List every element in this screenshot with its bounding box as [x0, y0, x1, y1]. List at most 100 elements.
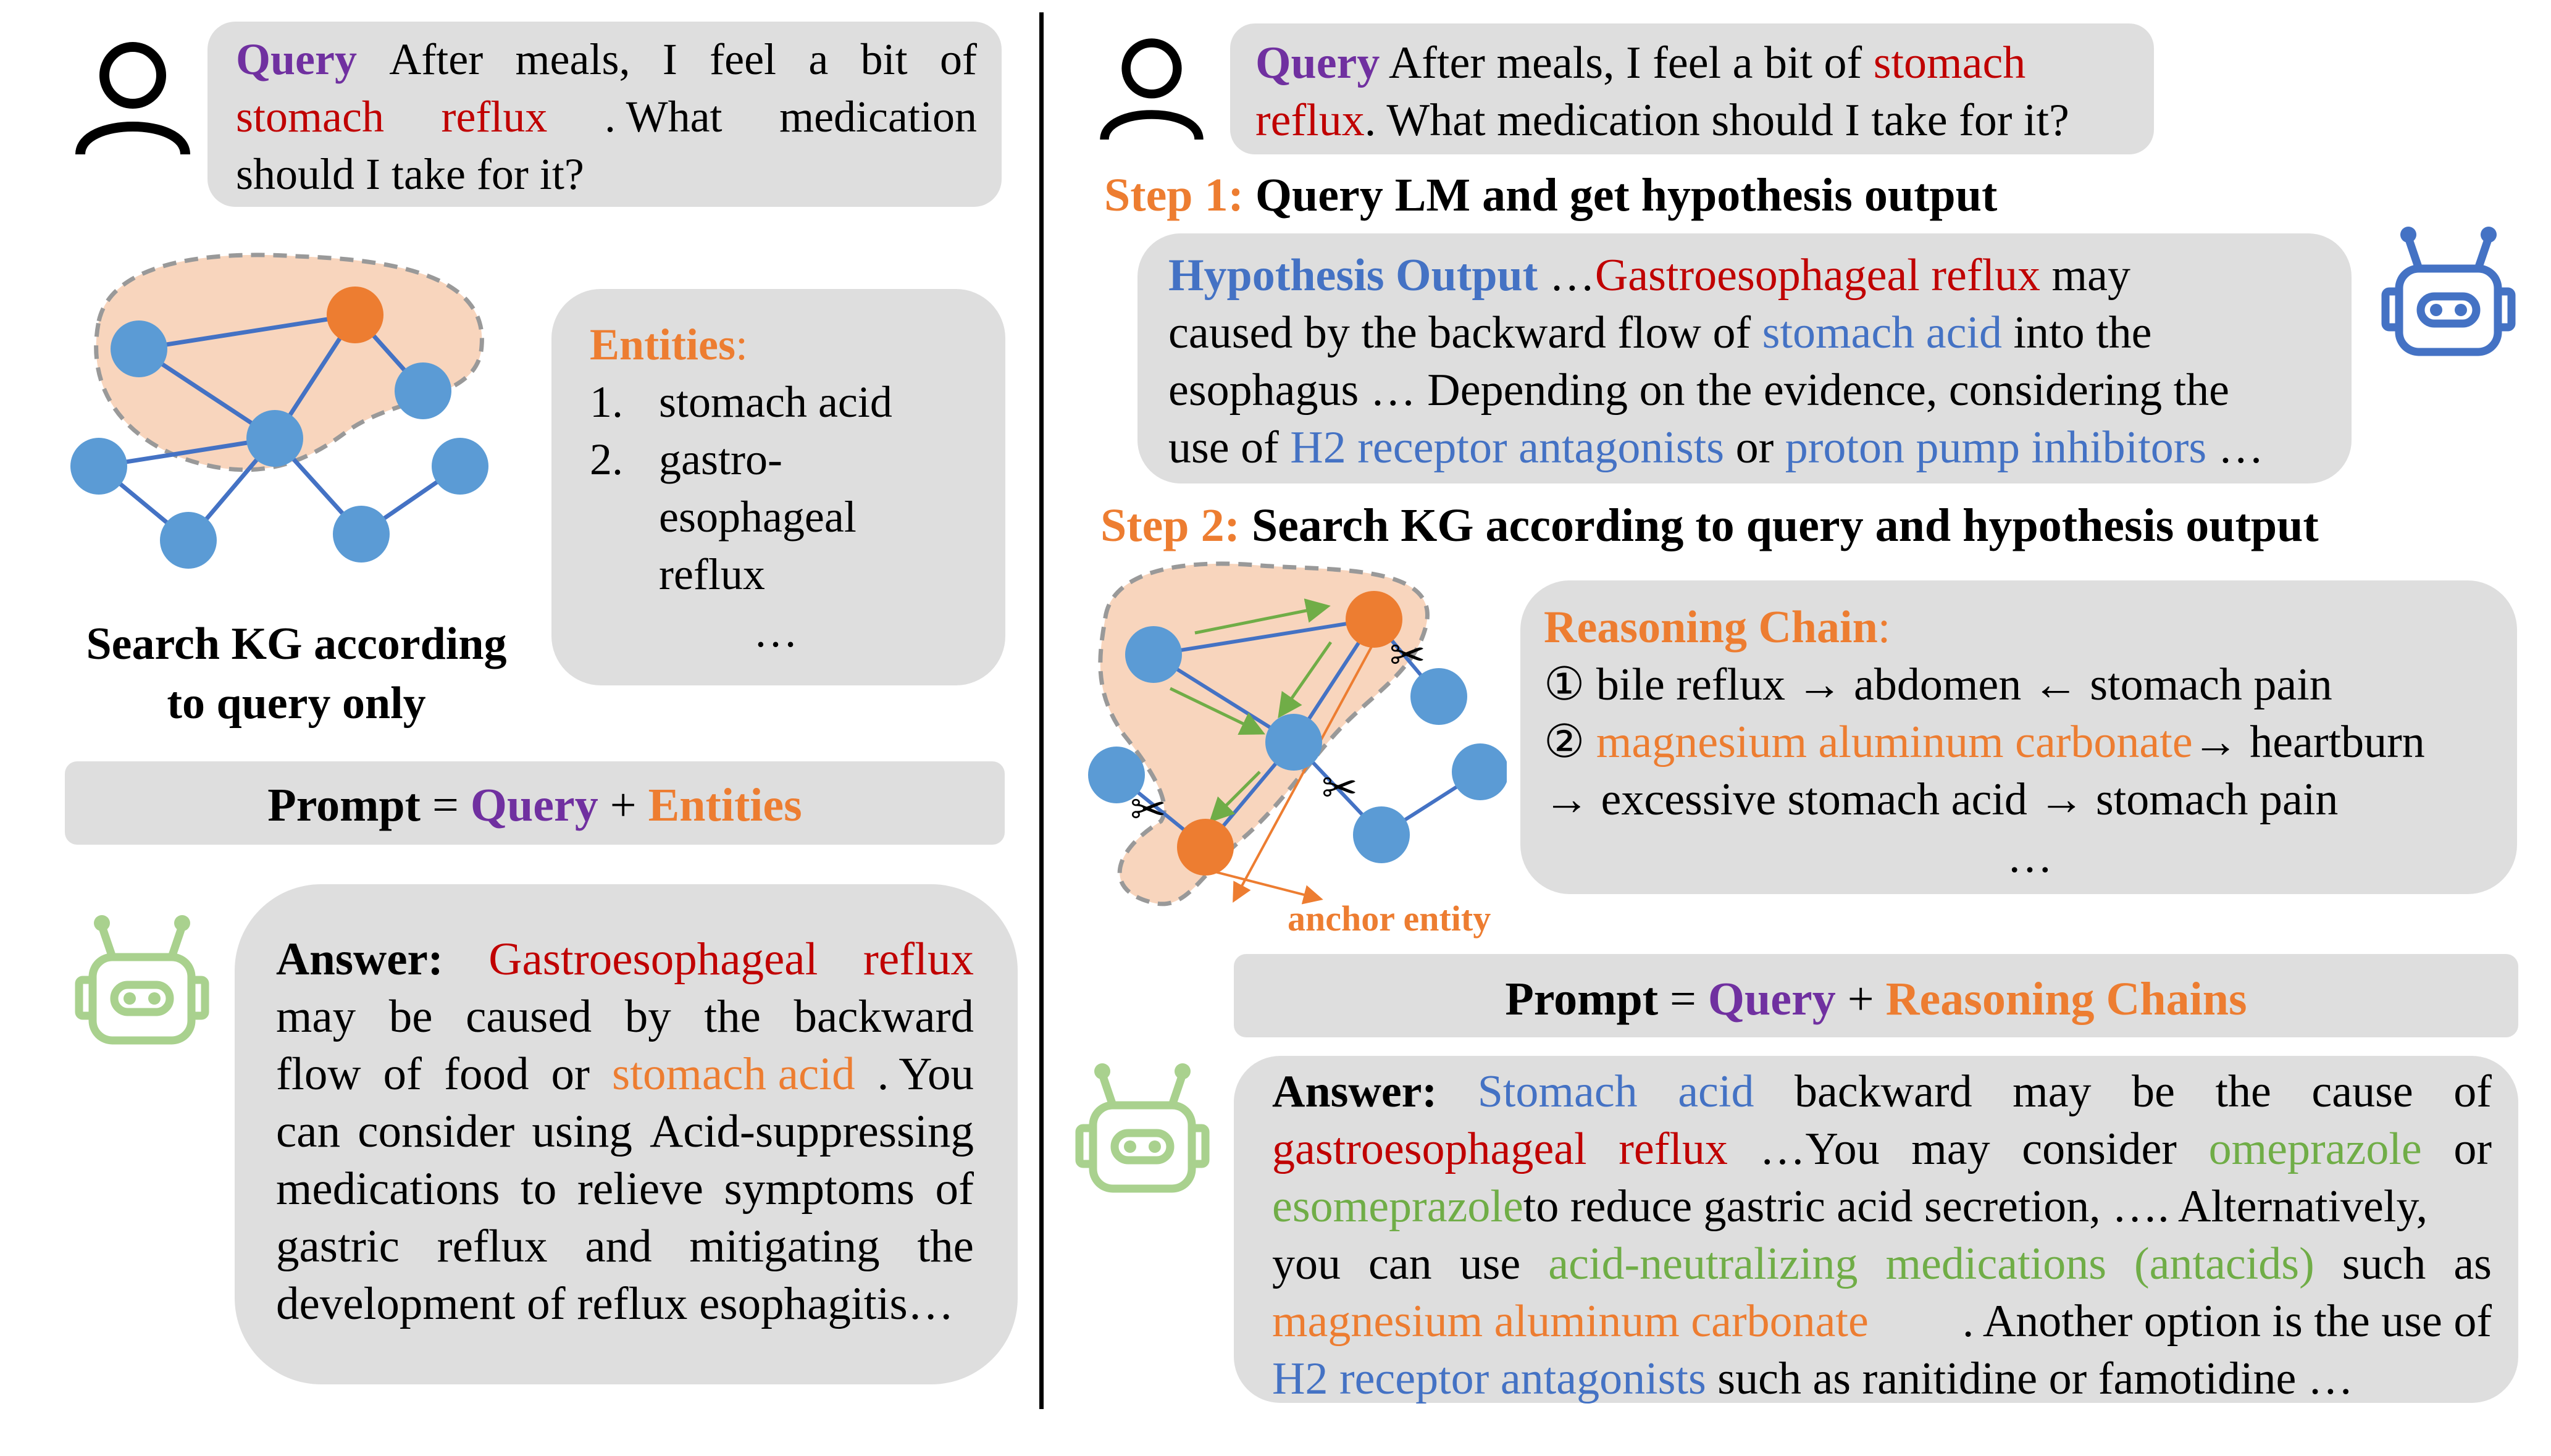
text-segment: H2 receptor antagonists — [1290, 422, 1725, 473]
caption-line: Search KG according — [86, 619, 507, 669]
text-segment: into the — [2002, 308, 2152, 358]
text-segment: may — [2013, 1066, 2092, 1117]
entity-text: reflux — [659, 550, 765, 599]
text-segment: I — [662, 35, 677, 84]
text-segment: caused — [466, 991, 592, 1042]
kg-node — [111, 320, 167, 377]
text-segment: reflux — [441, 92, 548, 141]
left-prompt-text: Prompt = Query + Entities — [65, 777, 1005, 834]
left-query-line: should I take for it? — [236, 146, 977, 203]
text-segment: (antacids) — [2134, 1239, 2314, 1289]
text-segment: a — [808, 35, 829, 84]
left-search-caption: Search KG according to query only — [49, 614, 543, 733]
text-segment: be — [388, 991, 433, 1042]
kg-node — [246, 410, 303, 467]
text-segment: stomach — [236, 92, 384, 141]
step1-heading: Step 1: Query LM and get hypothesis outp… — [1104, 167, 1997, 224]
text-segment: Gastroesophageal — [488, 934, 818, 985]
text-segment: . Another option is the use of — [1962, 1296, 2492, 1347]
text-segment: food — [444, 1048, 529, 1100]
entity-text: esophageal — [659, 492, 857, 542]
user-icon — [1100, 38, 1204, 141]
text-segment: acid-neutralizing — [1548, 1239, 1858, 1289]
right-query-box — [1230, 23, 2154, 154]
entity-item: esophageal — [590, 488, 892, 546]
text-segment: cause — [2311, 1066, 2413, 1117]
left-kg-region — [94, 253, 484, 472]
text-line: esophagus … Depending on the evidence, c… — [1168, 362, 2264, 419]
kg-node — [70, 438, 127, 495]
right-knowledge-graph: ✂ ✂ ✂ — [1088, 561, 1507, 906]
text-segment: reflux — [1255, 95, 1365, 146]
left-prompt-bar — [65, 761, 1005, 845]
text-segment: reflux — [863, 934, 974, 985]
prompt-word: Prompt — [267, 779, 421, 831]
step1-text: Query LM and get hypothesis output — [1243, 169, 1998, 221]
reasoning-box — [1520, 580, 2517, 894]
scissors-icon: ✂ — [1130, 784, 1167, 835]
text-segment: use — [1459, 1239, 1521, 1289]
prompt-reasoning-chains: Reasoning Chains — [1885, 973, 2247, 1025]
user-icon — [75, 42, 190, 156]
text-segment: H2 receptor antagonists — [1272, 1353, 1706, 1404]
kg-node — [395, 362, 451, 419]
text-segment: reflux — [1619, 1124, 1728, 1174]
entity-item: 2.gastro- — [590, 431, 892, 488]
text-segment: medications — [276, 1163, 500, 1215]
text-segment: symptoms — [724, 1163, 915, 1215]
step2-text: Search KG according to query and hypothe… — [1239, 500, 2319, 551]
text-segment: …You — [1759, 1124, 1880, 1174]
prompt-plus: + — [1835, 973, 1886, 1025]
text-line: esomeprazoleto reduce gastric acid secre… — [1272, 1178, 2492, 1236]
kg-node — [1452, 743, 1507, 800]
text-segment: stomach acid — [1762, 308, 2002, 358]
text-segment: to — [520, 1163, 557, 1215]
text-segment: such as ranitidine or famotidine … — [1706, 1353, 2353, 1404]
kg-node — [160, 512, 217, 569]
text-segment: and — [585, 1221, 652, 1272]
caption-line: to query only — [167, 678, 426, 729]
text-segment: may — [2040, 250, 2130, 301]
text-segment: caused by the backward flow of — [1168, 308, 1762, 358]
entities-ellipsis: … — [753, 607, 798, 656]
entity-text: gastro- — [659, 435, 782, 484]
query-label: Query — [236, 35, 357, 84]
step2-label: Step 2: — [1100, 500, 1240, 551]
text-segment: After — [389, 35, 484, 84]
text-segment: the — [704, 991, 761, 1042]
left-query-box — [207, 22, 1002, 207]
prompt-entities: Entities — [648, 779, 802, 831]
prompt-plus: + — [598, 779, 648, 831]
text-segment: omeprazole — [2208, 1124, 2422, 1174]
kg-node — [1410, 668, 1467, 725]
text-segment: . What medication should I take for it? — [1364, 95, 2069, 146]
step1-label: Step 1: — [1104, 169, 1244, 221]
text-segment: should I take for it? — [236, 149, 584, 199]
text-segment: may — [276, 991, 356, 1042]
text-segment: consider — [2022, 1124, 2177, 1174]
text-segment: … — [2206, 422, 2264, 473]
text-segment: ② — [1544, 717, 1596, 768]
text-segment: meals, — [515, 35, 630, 84]
scissors-icon: ✂ — [1389, 630, 1426, 680]
entity-text: stomach acid — [659, 377, 892, 427]
text-segment: be — [2132, 1066, 2175, 1117]
text-segment: can — [276, 1106, 341, 1157]
text-segment: gastric — [276, 1221, 400, 1272]
text-segment: or — [1724, 422, 1785, 473]
text-segment: flow — [276, 1048, 361, 1100]
text-segment: . You — [877, 1048, 974, 1100]
text-line: H2 receptor antagonists such as ranitidi… — [1272, 1350, 2492, 1408]
robot-icon — [75, 915, 209, 1045]
reasoning-ellipsis: … — [2007, 832, 2053, 882]
text-segment: the — [2215, 1066, 2271, 1117]
text-line: ① bile reflux → abdomen ← stomach pain — [1544, 656, 2425, 714]
reasoning-text: Reasoning Chain: ① bile reflux → abdomen… — [1544, 599, 2425, 886]
entities-heading: Entities: — [590, 316, 892, 374]
